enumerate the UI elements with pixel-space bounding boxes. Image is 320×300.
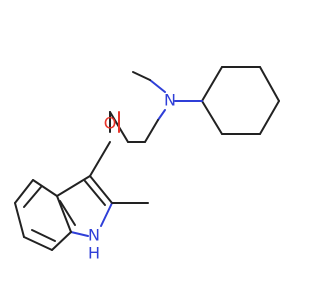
c2-n1-bond bbox=[100, 202, 113, 227]
amine-bonds bbox=[132, 71, 203, 143]
indole-hydrogen-label: H bbox=[88, 244, 100, 263]
c3-c2-double-bond bbox=[84, 180, 106, 206]
c7a-c3a-bond bbox=[56, 195, 72, 233]
benzene-bond bbox=[32, 179, 58, 197]
carbonyl-indole-bond bbox=[89, 141, 111, 177]
n-methyl-bond-end bbox=[132, 71, 151, 81]
benzene-double-bond bbox=[31, 229, 56, 242]
n-methyl-bond bbox=[149, 79, 166, 93]
indole-nitrogen-label: N bbox=[88, 226, 100, 245]
n1-c7a-bond bbox=[70, 231, 89, 237]
molecule-structure: O N N H bbox=[14, 66, 280, 263]
c3a-c3-bond bbox=[56, 175, 91, 197]
ring-bond bbox=[201, 100, 223, 135]
amine-nitrogen-label: N bbox=[164, 91, 176, 110]
benzene-double-bond bbox=[59, 200, 76, 226]
molecule-canvas: O N N H bbox=[14, 66, 280, 263]
benzene-bond bbox=[14, 179, 34, 204]
oxygen-atom-label: O bbox=[104, 114, 117, 133]
c3-c2-bond bbox=[89, 175, 113, 204]
benzene-bond bbox=[51, 231, 72, 251]
benzene-bond bbox=[23, 236, 53, 251]
n-ch2-bond bbox=[157, 109, 166, 121]
benzene-double-bond bbox=[23, 186, 42, 208]
carbonyl-group bbox=[109, 111, 120, 133]
ring-bond bbox=[201, 66, 223, 102]
n-ch2-bond-end bbox=[144, 119, 159, 143]
cyclohexane-ring bbox=[201, 66, 280, 135]
ring-bond bbox=[259, 66, 280, 102]
pyrrole-ring bbox=[56, 175, 113, 237]
ring-bond bbox=[259, 100, 280, 135]
benzene-ring bbox=[14, 179, 76, 251]
benzene-bond bbox=[14, 202, 25, 238]
